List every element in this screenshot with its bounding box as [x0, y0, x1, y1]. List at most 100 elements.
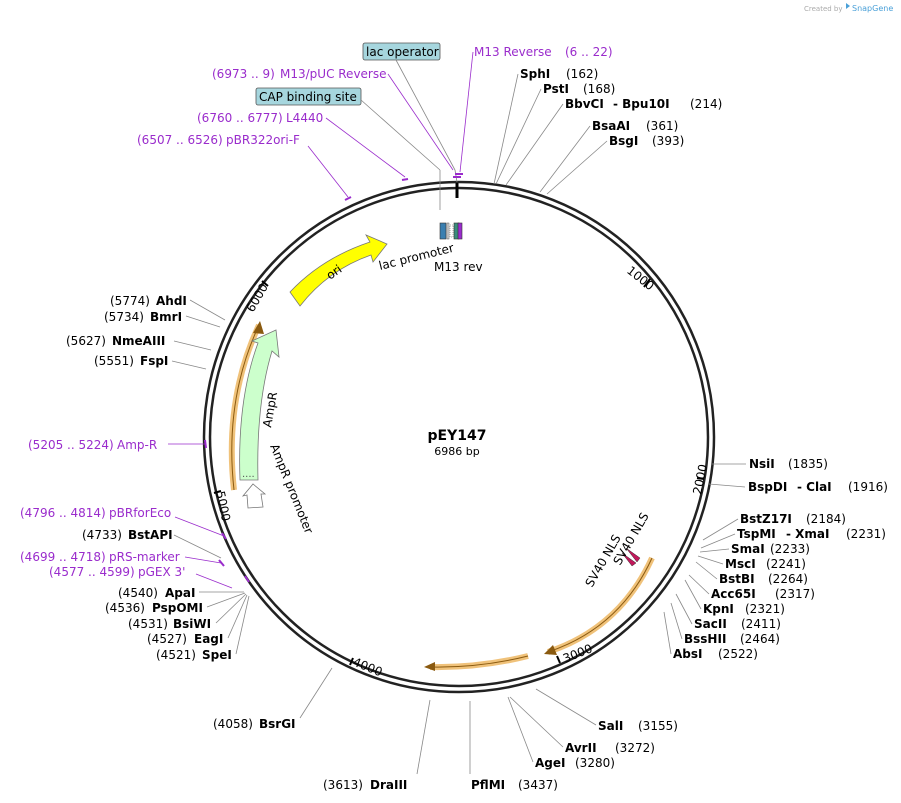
svg-text:(6507 .. 6526): (6507 .. 6526) — [137, 133, 223, 147]
primer-l4440: (6760 .. 6777) L4440 — [197, 111, 409, 181]
svg-text:(4531): (4531) — [128, 617, 168, 631]
svg-text:SacII: SacII — [694, 617, 727, 631]
site-sphi: SphI (162) — [493, 67, 598, 185]
svg-text:TspMI: TspMI — [737, 527, 776, 541]
svg-text:(3272): (3272) — [615, 741, 655, 755]
svg-text:BsgI: BsgI — [609, 134, 638, 148]
svg-text:(5205 .. 5224): (5205 .. 5224) — [28, 438, 114, 452]
site-tspmi: TspMI - XmaI (2231) — [700, 527, 886, 549]
site-bstz17i: BstZ17I (2184) — [702, 512, 846, 541]
svg-text:(162): (162) — [566, 67, 598, 81]
svg-text:....: .... — [242, 469, 255, 480]
site-bbvci: BbvCI - Bpu10I (214) — [505, 97, 722, 186]
svg-text:(4796 .. 4814): (4796 .. 4814) — [20, 506, 106, 520]
primer-amp-r: (5205 .. 5224) Amp-R — [28, 438, 207, 452]
svg-text:AvrII: AvrII — [565, 741, 597, 755]
svg-text:- XmaI: - XmaI — [786, 527, 829, 541]
svg-text:(2264): (2264) — [768, 572, 808, 586]
plasmid-name: pEY147 — [428, 428, 487, 444]
svg-text:NsiI: NsiI — [749, 457, 775, 471]
site-draiii: (3613) DraIII — [323, 699, 431, 792]
svg-text:- Bpu10I: - Bpu10I — [613, 97, 670, 111]
svg-text:(6 .. 22): (6 .. 22) — [565, 45, 613, 59]
site-acc65i: Acc65I (2317) — [688, 574, 815, 601]
site-pflmi: PflMI (3437) — [469, 701, 558, 792]
svg-text:(168): (168) — [583, 82, 615, 96]
svg-text:(5627): (5627) — [66, 334, 106, 348]
svg-text:PspOMI: PspOMI — [152, 601, 203, 615]
ampr-label: AmpR — [260, 391, 280, 429]
svg-text:(361): (361) — [646, 119, 678, 133]
svg-text:BsaAI: BsaAI — [592, 119, 630, 133]
svg-text:(3280): (3280) — [575, 756, 615, 770]
svg-text:ApaI: ApaI — [165, 586, 195, 600]
ampr-feature — [239, 329, 280, 481]
tick-label-2000: 2000 — [690, 463, 710, 496]
svg-text:BmrI: BmrI — [150, 310, 182, 324]
svg-text:KpnI: KpnI — [703, 602, 734, 616]
lac-operator-label: lac operator — [366, 45, 439, 59]
cap-binding-site-label: CAP binding site — [259, 90, 357, 104]
site-nsii: NsiI (1835) — [712, 457, 828, 471]
site-bstbi: BstBI (2264) — [695, 561, 808, 586]
site-bstapi: (4733) BstAPI — [82, 528, 222, 559]
site-psti: PstI (168) — [495, 82, 615, 185]
svg-text:(393): (393) — [652, 134, 684, 148]
site-agei: AgeI (3280) — [507, 696, 615, 770]
svg-text:(2241): (2241) — [766, 557, 806, 571]
svg-text:L4440: L4440 — [286, 111, 323, 125]
svg-text:(4521): (4521) — [156, 648, 196, 662]
svg-text:(2184): (2184) — [806, 512, 846, 526]
svg-text:(5551): (5551) — [94, 354, 134, 368]
site-spei: (4521) SpeI — [156, 595, 250, 662]
site-pspomi: (4536) PspOMI — [105, 592, 246, 615]
svg-text:(2464): (2464) — [740, 632, 780, 646]
site-eagi: (4527) EagI — [147, 594, 248, 646]
site-bspdi: BspDI - ClaI (1916) — [708, 480, 888, 494]
svg-text:(214): (214) — [690, 97, 722, 111]
svg-text:M13 Reverse: M13 Reverse — [474, 45, 552, 59]
orf-arc-2 — [429, 653, 529, 671]
sv40-nls-feature-2 — [621, 552, 637, 567]
ampr-promoter-feature — [241, 483, 267, 509]
svg-text:(6760 .. 6777): (6760 .. 6777) — [197, 111, 283, 125]
svg-text:(2411): (2411) — [741, 617, 781, 631]
svg-text:AbsI: AbsI — [673, 647, 702, 661]
svg-text:(1835): (1835) — [788, 457, 828, 471]
svg-text:BbvCI: BbvCI — [565, 97, 604, 111]
ori-feature — [289, 234, 388, 307]
svg-text:NmeAIII: NmeAIII — [112, 334, 165, 348]
svg-text:pBR322ori-F: pBR322ori-F — [226, 133, 300, 147]
site-bmri: (5734) BmrI — [104, 310, 221, 328]
svg-text:(6973 .. 9): (6973 .. 9) — [212, 67, 275, 81]
svg-text:Amp-R: Amp-R — [117, 438, 157, 452]
m13-rev-label: M13 rev — [434, 260, 483, 274]
svg-text:(2321): (2321) — [745, 602, 785, 616]
svg-text:(4733): (4733) — [82, 528, 122, 542]
svg-text:pGEX 3': pGEX 3' — [138, 565, 185, 579]
svg-text:(4699 .. 4718): (4699 .. 4718) — [20, 550, 106, 564]
ampr-promoter-label: AmpR promoter — [267, 442, 316, 536]
svg-text:FspI: FspI — [140, 354, 168, 368]
site-avrii: AvrII (3272) — [509, 696, 655, 755]
svg-text:(3155): (3155) — [638, 719, 678, 733]
site-absi: AbsI (2522) — [663, 611, 758, 661]
svg-text:(3437): (3437) — [518, 778, 558, 792]
tick-marks — [213, 278, 705, 666]
site-msci: MscI (2241) — [697, 555, 806, 571]
svg-text:BssHII: BssHII — [684, 632, 726, 646]
primer-pgex-3: (4577 .. 4599) pGEX 3' — [49, 565, 250, 589]
svg-text:(1916): (1916) — [848, 480, 888, 494]
site-bsrgi: (4058) BsrGI — [213, 667, 333, 731]
svg-text:SphI: SphI — [520, 67, 550, 81]
tick-label-5000: 5000 — [213, 490, 233, 523]
primer-m13-puc-reverse: (6973 .. 9) M13/pUC Reverse — [212, 67, 461, 178]
svg-text:(4577 .. 4599): (4577 .. 4599) — [49, 565, 135, 579]
svg-text:DraIII: DraIII — [370, 778, 407, 792]
svg-text:pBRforEco: pBRforEco — [109, 506, 171, 520]
svg-text:PstI: PstI — [543, 82, 569, 96]
primer-prs-marker: (4699 .. 4718) pRS-marker — [20, 550, 225, 567]
site-sacii: SacII (2411) — [675, 593, 781, 631]
svg-text:BsiWI: BsiWI — [173, 617, 211, 631]
